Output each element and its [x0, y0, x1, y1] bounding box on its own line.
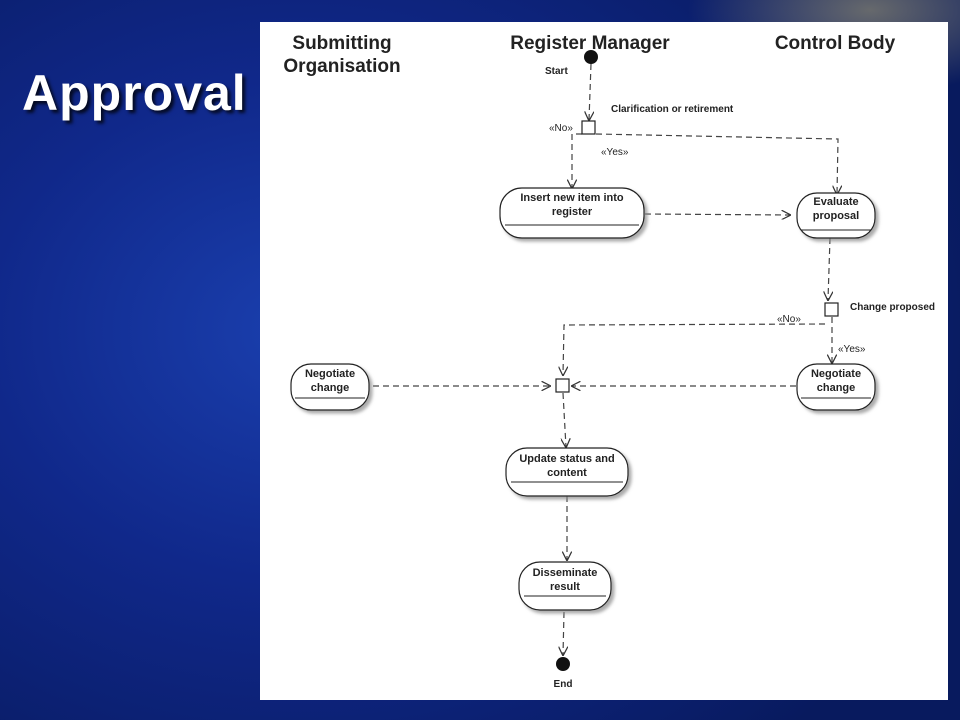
guard-yes-2: «Yes» [838, 344, 866, 355]
end-label: End [554, 679, 573, 690]
slide-title: Approval [22, 65, 247, 121]
activity-evaluate-proposal: Evaluate proposal [796, 192, 876, 239]
decision-clarification [581, 120, 596, 135]
lane-header-submitting-line1: Submitting [292, 33, 392, 54]
activity-negotiate-change-submitting: Negotiate change [290, 363, 370, 411]
edge-insert-to-evaluate [644, 214, 790, 215]
activity-disseminate-result: Disseminate result [518, 561, 612, 611]
activity-diagram-panel: Submitting Organisation Register Manager… [260, 22, 948, 700]
update-line1: Update status and [519, 453, 614, 465]
insert-line1: Insert new item into [520, 192, 624, 204]
negotiate-left-line2: change [311, 382, 350, 394]
activity-insert-new-item: Insert new item into register [499, 187, 645, 239]
start-label: Start [545, 66, 568, 77]
lane-header-register-manager: Register Manager [510, 33, 670, 54]
merge-node [555, 378, 570, 393]
negotiate-left-line1: Negotiate [305, 368, 355, 380]
edge-merge-to-update [563, 392, 566, 447]
decision-change-proposed-label: Change proposed [850, 302, 935, 313]
edge-no-to-insert [572, 133, 582, 188]
guard-yes-1: «Yes» [601, 147, 629, 158]
edge-no-to-merge [563, 323, 826, 375]
lane-header-submitting-line2: Organisation [283, 56, 401, 77]
evaluate-line2: proposal [813, 210, 859, 222]
lane-header-control-body: Control Body [774, 33, 896, 54]
diagram-canvas: Start Clarification or retirement «No» «… [290, 50, 935, 690]
lane-header-submitting-organisation: Submitting Organisation [272, 32, 412, 78]
flow-edges [373, 63, 838, 655]
negotiate-right-line2: change [817, 382, 856, 394]
start-node [584, 50, 598, 64]
edge-evaluate-to-decision2 [828, 237, 830, 300]
activity-negotiate-change-control: Negotiate change [796, 363, 876, 411]
edge-start-to-decision1 [589, 63, 591, 120]
guard-no-1: «No» [549, 123, 573, 134]
end-node [556, 657, 570, 671]
decision-clarification-label: Clarification or retirement [611, 104, 734, 115]
edge-disseminate-to-end [563, 611, 564, 655]
update-line2: content [547, 467, 587, 479]
insert-line2: register [552, 206, 593, 218]
disseminate-line1: Disseminate [533, 567, 598, 579]
disseminate-line2: result [550, 581, 580, 593]
activity-update-status: Update status and content [505, 447, 629, 497]
evaluate-line1: Evaluate [813, 196, 858, 208]
decision-change-proposed [824, 302, 839, 317]
edge-yes-to-evaluate [595, 133, 838, 194]
negotiate-right-line1: Negotiate [811, 368, 861, 380]
guard-no-2: «No» [777, 314, 801, 325]
